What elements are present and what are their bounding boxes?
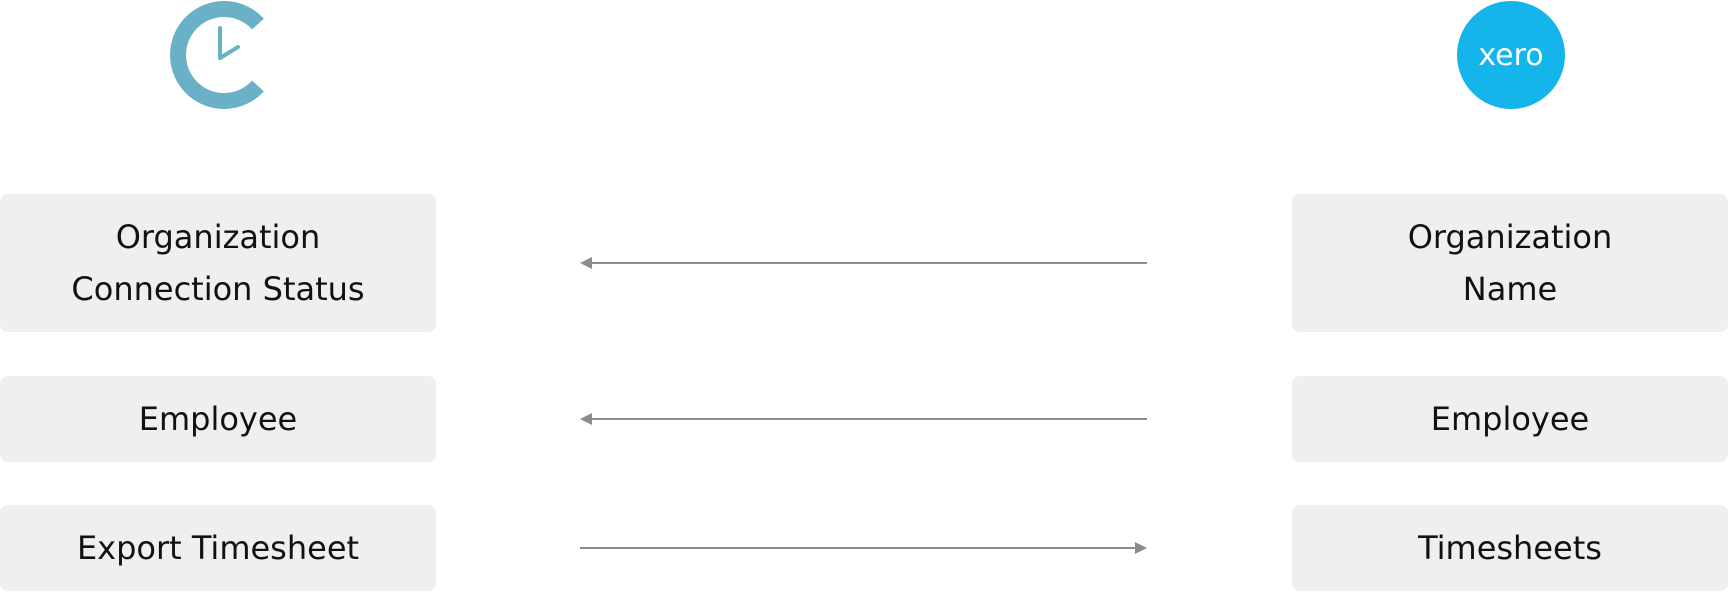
right-field-timesheets: Timesheets <box>1292 505 1728 591</box>
field-label: Employee <box>138 400 298 438</box>
field-label-line: Organization <box>115 218 321 256</box>
sync-arrow-left-to-right <box>580 541 1147 555</box>
right-field-organization-name: Organization Name <box>1292 194 1728 332</box>
left-field-export-timesheet: Export Timesheet <box>0 505 436 591</box>
right-app-logo: xero <box>1456 0 1566 110</box>
arrow-left-icon <box>580 257 1147 269</box>
sync-arrow-right-to-left <box>580 256 1147 270</box>
clock-c-icon <box>170 1 264 109</box>
field-label: Timesheets <box>1418 529 1602 567</box>
left-app-logo <box>162 0 272 110</box>
right-field-employee: Employee <box>1292 376 1728 462</box>
arrow-right-icon <box>580 542 1147 554</box>
field-label-line: Connection Status <box>71 270 365 308</box>
field-label-line: Organization <box>1407 218 1613 256</box>
left-field-organization-connection-status: Organization Connection Status <box>0 194 436 332</box>
field-label: Employee <box>1430 400 1590 438</box>
arrow-left-icon <box>580 413 1147 425</box>
left-field-employee: Employee <box>0 376 436 462</box>
sync-arrow-right-to-left <box>580 412 1147 426</box>
field-label-line: Name <box>1462 270 1558 308</box>
xero-logo-text: xero <box>1478 38 1543 73</box>
xero-logo-icon: xero <box>1457 1 1565 109</box>
field-label: Export Timesheet <box>76 529 360 567</box>
